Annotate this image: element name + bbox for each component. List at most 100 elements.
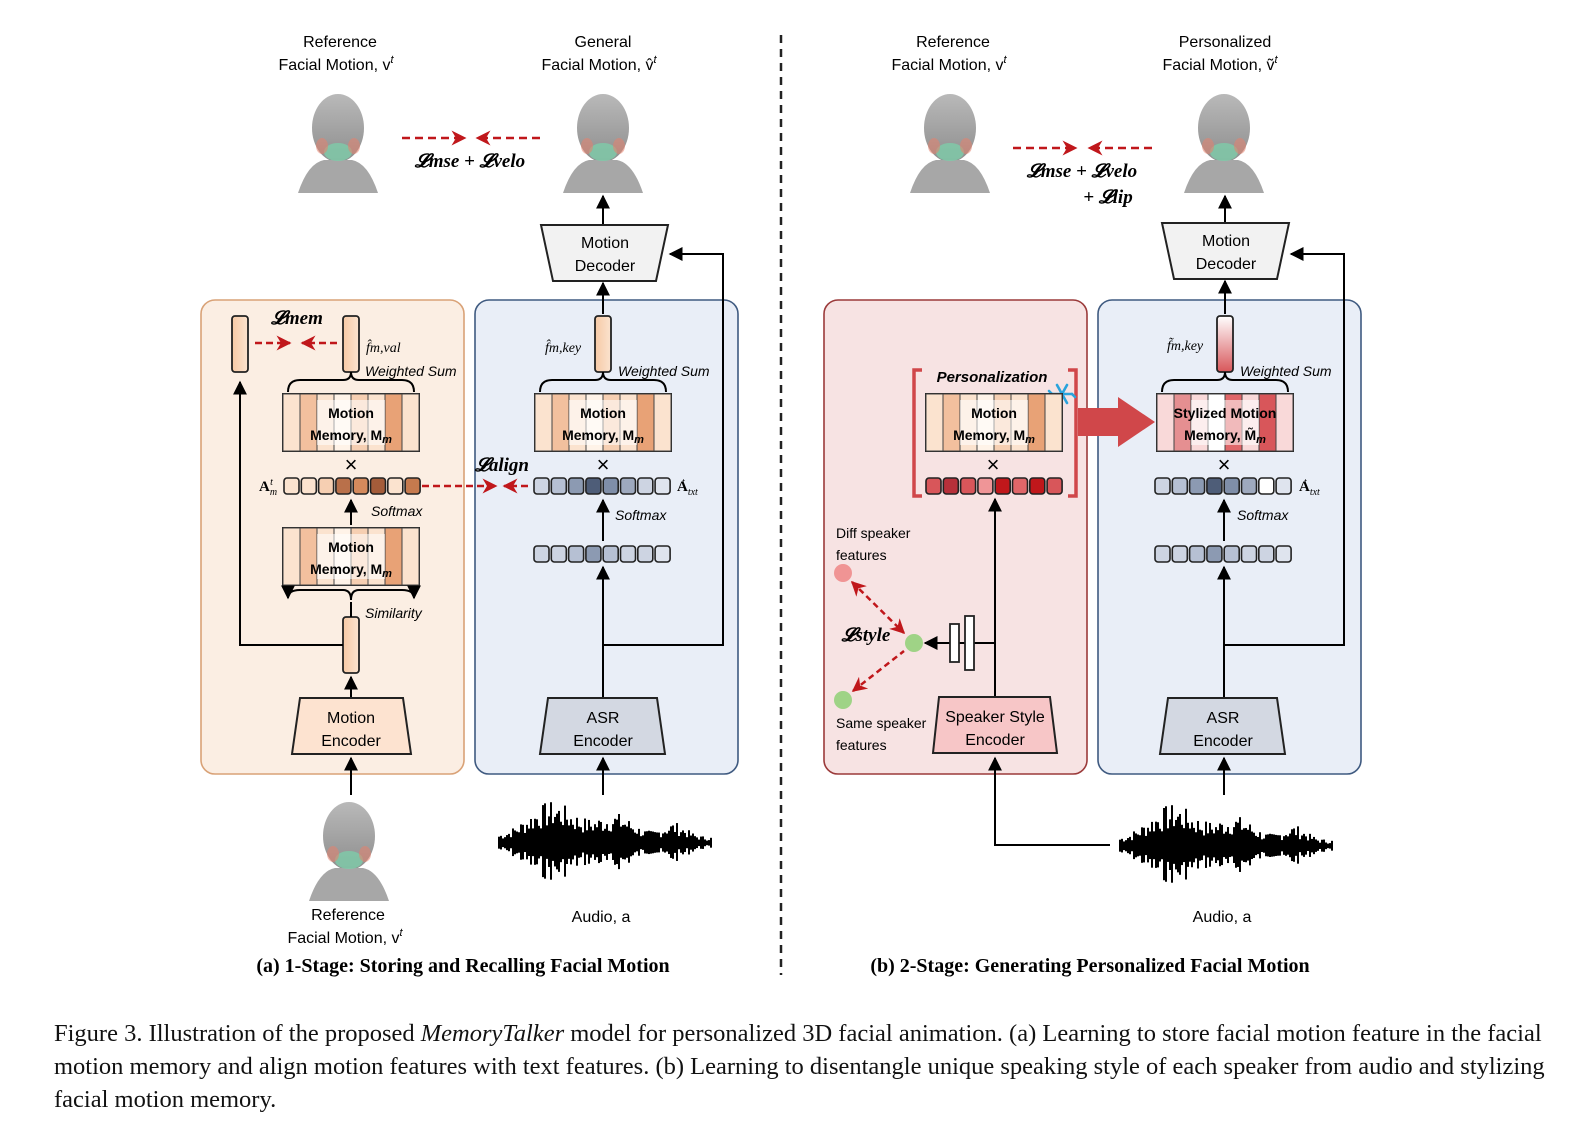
svg-text:Atxtt: Atxtt: [677, 477, 698, 498]
motion-memory-block-a3: Motion Memory, Mm: [534, 393, 672, 452]
vector-cell: [335, 477, 352, 495]
anchor-feature-dot: [905, 634, 923, 652]
svg-text:Softmax: Softmax: [1237, 507, 1289, 523]
vector-cell: [369, 477, 387, 495]
reference-face-b-icon: [910, 94, 990, 193]
loss-align: 𝓛align: [474, 455, 529, 476]
memory-slot: [1044, 393, 1063, 452]
text-features-b: [1154, 545, 1292, 563]
vector-cell: [1154, 545, 1171, 563]
vector-cell: [352, 477, 370, 495]
motion-query-vector: [342, 616, 360, 674]
loss-style: 𝓛style: [841, 625, 891, 646]
attention-weights-m: [283, 477, 421, 495]
motion-feature-vector: [231, 315, 249, 373]
memory-slot: [925, 393, 944, 452]
stylized-key-vector: [1216, 315, 1234, 373]
memory-slot: [282, 393, 301, 452]
audio-waveform-a: [498, 802, 712, 880]
vector-cell: [1240, 477, 1258, 495]
svg-text:Encoder: Encoder: [573, 733, 633, 750]
vector-cell: [1206, 545, 1223, 563]
vector-cell: [959, 477, 977, 495]
vector-cell: [386, 477, 404, 495]
svg-text:Encoder: Encoder: [965, 732, 1025, 749]
vector-cell: [533, 545, 550, 563]
svg-text:ASR: ASR: [1207, 710, 1240, 727]
personalized-face-icon: [1184, 94, 1264, 193]
vector-cell: [1029, 477, 1046, 495]
ref-top-label-line2: Facial Motion, v: [278, 57, 390, 74]
svg-text:Motion: Motion: [328, 405, 374, 421]
vector-cell: [283, 477, 300, 495]
panel-b-title: (b) 2-Stage: Generating Personalized Fac…: [870, 955, 1309, 977]
svg-text:Similarity: Similarity: [365, 605, 423, 621]
recalled-key-vector: [594, 315, 612, 373]
loss-mse-velo-b: 𝓛mse + 𝓛velo: [1026, 161, 1137, 182]
recalled-value-vector: [342, 315, 360, 373]
f-key-label: f̂m,key: [545, 339, 582, 356]
vector-cell: [654, 477, 671, 495]
svg-text:Amt: Amt: [259, 477, 277, 498]
svg-text:Encoder: Encoder: [321, 733, 381, 750]
svg-text:Motion: Motion: [971, 405, 1017, 421]
svg-text:Motion: Motion: [328, 539, 374, 555]
gen-top-label-line1: General: [575, 34, 632, 51]
svg-text:Facial Motion, v̂t: Facial Motion, v̂t: [541, 54, 657, 74]
vector-cell: [550, 477, 568, 495]
personalization-label: Personalization: [937, 369, 1048, 386]
vector-cell: [1171, 545, 1189, 563]
memory-slot: [401, 527, 420, 586]
svg-text:×: ×: [1218, 452, 1231, 477]
svg-text:Memory, Mm: Memory, Mm: [953, 427, 1035, 446]
audio-label-b: Audio, a: [1193, 909, 1252, 926]
reference-face-icon: [298, 94, 378, 193]
panel-a-title: (a) 1-Stage: Storing and Recalling Facia…: [256, 955, 669, 977]
memory-slot: [282, 527, 301, 586]
svg-text:Memory, Mm: Memory, Mm: [310, 561, 392, 580]
svg-text:features: features: [836, 547, 887, 563]
vector-cell: [1258, 545, 1275, 563]
svg-text:Softmax: Softmax: [615, 507, 667, 523]
vector-cell: [619, 477, 637, 495]
svg-text:Diff speaker: Diff speaker: [836, 525, 911, 541]
gen-top-label-line2: Facial Motion, v̂: [541, 57, 653, 74]
same-speaker-dot: [834, 691, 852, 709]
motion-decoder-b: [1160, 222, 1291, 280]
vector-cell: [533, 477, 550, 495]
svg-text:ASR: ASR: [587, 710, 620, 727]
vector-cell: [1223, 477, 1240, 495]
memory-slot: [401, 393, 420, 452]
svg-text:Same speaker: Same speaker: [836, 715, 927, 731]
memory-slot: [1275, 393, 1294, 452]
vector-cell: [602, 545, 620, 563]
svg-text:Motion: Motion: [327, 710, 375, 727]
vector-cell: [404, 477, 421, 495]
stylize-arrow: [1078, 397, 1155, 447]
vector-cell: [1258, 477, 1275, 495]
f-val-label: f̂m,val: [366, 339, 401, 356]
vector-cell: [942, 477, 960, 495]
architecture-figure: Reference Facial Motion, vt General Faci…: [200, 34, 1362, 977]
loss-mse-velo: 𝓛mse + 𝓛velo: [414, 151, 525, 172]
vector-cell: [300, 477, 318, 495]
svg-text:×: ×: [597, 452, 610, 477]
svg-text:Facial Motion, vt: Facial Motion, vt: [287, 927, 403, 947]
motion-encoder: [290, 697, 413, 755]
memory-slot: [1156, 393, 1175, 452]
svg-text:Atxtt: Atxtt: [1299, 477, 1320, 498]
svg-text:Decoder: Decoder: [1196, 256, 1257, 273]
style-projector-2: [964, 615, 975, 671]
vector-cell: [602, 477, 620, 495]
vector-cell: [1154, 477, 1171, 495]
diff-speaker-dot: [834, 564, 852, 582]
vector-cell: [1223, 545, 1240, 563]
svg-text:Facial Motion, ṽt: Facial Motion, ṽt: [1162, 54, 1278, 74]
audio-waveform-b: [1119, 805, 1333, 883]
style-attention-weights: [925, 477, 1063, 495]
attention-weights-txt-a: [533, 477, 671, 495]
figure-caption: Figure 3. Illustration of the proposed M…: [54, 1020, 1545, 1113]
memory-slot: [534, 393, 553, 452]
svg-text:Weighted Sum: Weighted Sum: [365, 363, 457, 379]
svg-text:Speaker Style: Speaker Style: [945, 709, 1045, 726]
